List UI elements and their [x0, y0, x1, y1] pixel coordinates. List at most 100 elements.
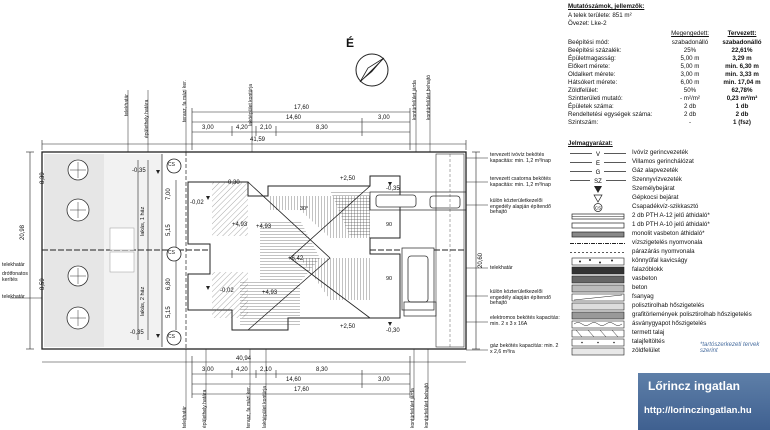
bottom-dimension-lines	[42, 356, 466, 398]
legend-sym-g: G	[596, 170, 601, 176]
dim-bottom-3: 2,10	[260, 367, 272, 373]
note-water: tervezett ivóvíz bekötés kapacitás: min.…	[490, 152, 551, 164]
mid-dim-4: 5,15	[166, 306, 172, 318]
left-total-dim: 20,98	[20, 224, 26, 240]
legend-item: vasbeton	[568, 275, 770, 284]
dim-bottom-1: 3,00	[202, 367, 214, 373]
dim-top-5: 4,20	[236, 125, 248, 131]
note-gas: gáz bekötés kapacitás: min. 2 x 2,6 m³/r…	[490, 343, 559, 355]
note-electric: elektromos bekötés kapacitás: min. 2 x 3…	[490, 315, 560, 327]
dim-bottom-5: 14,60	[286, 377, 302, 383]
level-3: -0,02	[190, 200, 204, 206]
dim-top-4: 3,00	[202, 125, 214, 131]
legend-sym-cs: CS	[595, 206, 601, 211]
dim-top-1: 17,60	[294, 105, 310, 111]
legend-title: Jelmagyarázat:	[568, 140, 613, 147]
legend-sym-sz: SZ	[594, 179, 602, 185]
legend-sym-v: V	[596, 152, 600, 158]
left-dim-1: 8,39	[40, 172, 46, 184]
cs-mark-2: CS	[168, 250, 175, 256]
vnote-top-4: lakóépület kontúrja	[248, 84, 254, 126]
level-6: -0,30	[386, 328, 400, 334]
vnote-top-2: épülethely határa	[144, 99, 150, 138]
brand-banner[interactable]: Lőrincz ingatlan http://lorinczingatlan.…	[638, 373, 770, 430]
dim-bottom-6: 3,00	[378, 377, 390, 383]
legend-item: talajfeltöltés	[568, 338, 770, 347]
info-panel: Mutatószámok, jellemzők: A telek terület…	[568, 0, 770, 430]
mid-dim-2: 5,15	[166, 224, 172, 236]
left-dim-2: 8,59	[40, 278, 46, 290]
brand-name: Lőrincz ingatlan	[648, 379, 741, 393]
parking-spaces	[369, 191, 467, 317]
dim-bottom-7: 17,60	[294, 387, 310, 393]
dim-top-2: 14,60	[286, 115, 302, 121]
level-1: -0,35	[132, 168, 146, 174]
note-driveway-2: külön közterületkezelői engedély alapján…	[490, 289, 551, 307]
lot-label-bottom: lakás, 2 ház	[140, 286, 146, 316]
legend-item: Személybejárat	[568, 185, 770, 194]
dim-top-7: 8,30	[316, 125, 328, 131]
cs-mark-3: CS	[168, 334, 175, 340]
legend-item: párazárás nyomvonala	[570, 248, 695, 255]
cs-circles	[166, 158, 182, 346]
right-total-dim: 20,60	[478, 252, 484, 268]
legend-item: termett talaj	[568, 329, 770, 338]
vnote-top-6: kontúrfelület behajtó	[426, 74, 432, 120]
north-arrow	[355, 53, 389, 87]
legend-item: zöldfelület	[568, 347, 770, 356]
level-7: +4,93	[232, 222, 248, 228]
dim-top-3: 3,00	[378, 115, 390, 121]
plot-width-bottom: 40,94	[236, 356, 252, 362]
lot-label-top: lakás, 1 ház	[140, 206, 146, 236]
vnote-bottom-1: telekhatár	[182, 406, 188, 428]
legend-sym-e: E	[596, 161, 600, 167]
vnote-bottom-6: kontúrfelület behajtó	[424, 382, 430, 428]
vnote-bottom-2: épülethely határa	[202, 389, 208, 428]
dim-top-6: 2,10	[260, 125, 272, 131]
level-4: -0,35	[386, 186, 400, 192]
mark-90-1: 90	[386, 222, 393, 228]
level-12: +2,50	[340, 324, 356, 330]
vnote-top-3: terasz, fa mázi ker.	[182, 80, 188, 122]
level-2: -0,35	[130, 330, 144, 336]
building-roof	[187, 175, 401, 331]
note-sewer: tervezett csatorna bekötés kapacitás: mi…	[490, 176, 551, 188]
plot-area: A telek területe: 851 m²	[568, 12, 632, 19]
col-planned-header: Tervezett:	[727, 30, 757, 37]
dim-bottom-2: 4,20	[236, 367, 248, 373]
table-row: Beépítési százalék:25%22,61%	[568, 47, 753, 54]
brand-url[interactable]: http://lorinczingatlan.hu	[644, 405, 752, 416]
level-9: +6,42	[288, 256, 304, 262]
level-8: +4,93	[256, 224, 272, 230]
legend-item: 1 db PTH A-10 jelű áthidaló*	[568, 221, 770, 230]
note-driveway-1: külön közterületkezelői engedély alapján…	[490, 198, 551, 216]
structural-note: *tartószerkezeti tervek szerint	[700, 342, 760, 354]
legend-item: polisztirolhab hőszigetelés	[568, 302, 770, 311]
legend-item: Gépkocsi bejárat	[568, 194, 770, 203]
legend-item: monolit vasbeton áthidaló*	[568, 230, 770, 239]
legend-item: könnyűfal kavicságy	[568, 257, 770, 266]
vnote-bottom-3: terasz, fa mázi ker.	[246, 386, 252, 428]
mark-90-2: 90	[386, 276, 393, 282]
mid-dim-1: 7,00	[166, 188, 172, 200]
zone: Övezet: Lke-2	[568, 20, 607, 27]
level-11: +2,50	[340, 176, 356, 182]
plot-width-top: 41,59	[250, 137, 266, 143]
legend-item: falazóblokk	[568, 266, 770, 275]
note-boundary-right: telekhatár	[490, 265, 513, 271]
roof-slope: 30°	[300, 206, 309, 212]
table-row: Zöldfelület:50%62,78%	[568, 87, 753, 94]
level-13: -0,30	[226, 180, 240, 186]
note-boundary-left-1: telekhatár	[2, 262, 25, 268]
